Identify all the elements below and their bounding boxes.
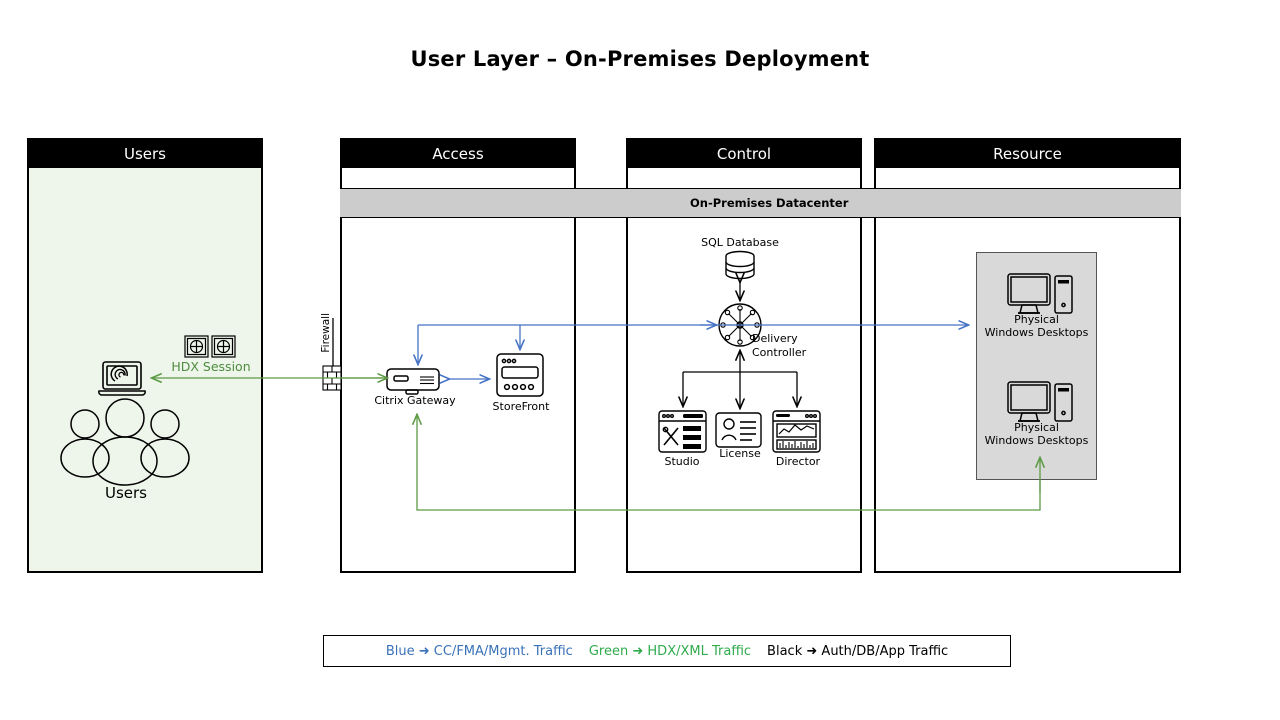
- license-icon: [715, 412, 762, 448]
- legend-item-green: Green ➜ HDX/XML Traffic: [589, 644, 751, 659]
- legend-black-word: Black: [767, 643, 803, 659]
- physical-desktops-label-2: Physical Windows Desktops: [976, 421, 1097, 447]
- delivery-controller-label-line1: Delivery: [752, 332, 798, 345]
- storefront-icon: [496, 353, 544, 397]
- flow-resource-to-gateway: [417, 415, 1041, 511]
- users-label: Users: [104, 484, 147, 502]
- panel-users: Users: [27, 138, 263, 573]
- physical-desktops-1-line2: Windows Desktops: [984, 326, 1089, 339]
- physical-desktops-2-line2: Windows Desktops: [984, 434, 1089, 447]
- legend-item-blue: Blue ➜ CC/FMA/Mgmt. Traffic: [386, 644, 573, 659]
- legend-black-arrow-icon: ➜: [806, 643, 818, 659]
- hdx-session-icon: [184, 335, 236, 358]
- physical-desktops-1-line1: Physical: [1014, 313, 1059, 326]
- resource-group-box: [976, 252, 1097, 480]
- legend: Blue ➜ CC/FMA/Mgmt. Traffic Green ➜ HDX/…: [323, 635, 1011, 667]
- delivery-controller-label: Delivery Controller: [752, 332, 822, 360]
- director-icon: [772, 410, 821, 453]
- physical-desktops-2-line1: Physical: [1014, 421, 1059, 434]
- datacenter-label: On-Premises Datacenter: [690, 196, 849, 210]
- physical-desktop-icon-2: [1007, 381, 1073, 422]
- physical-desktop-icon-1: [1007, 273, 1073, 314]
- director-label: Director: [775, 455, 821, 468]
- legend-blue-text: CC/FMA/Mgmt. Traffic: [433, 643, 573, 659]
- panel-header-control: Control: [628, 140, 860, 168]
- hdx-session-label: HDX Session: [171, 359, 251, 374]
- citrix-gateway-label: Citrix Gateway: [374, 394, 456, 407]
- panel-header-users: Users: [29, 140, 261, 168]
- physical-desktops-label-1: Physical Windows Desktops: [976, 313, 1097, 339]
- sql-database-label: SQL Database: [701, 236, 779, 249]
- citrix-gateway-icon: [386, 368, 440, 395]
- legend-green-text: HDX/XML Traffic: [647, 643, 752, 659]
- legend-blue-arrow-icon: ➜: [418, 643, 430, 659]
- legend-blue-word: Blue: [385, 643, 415, 659]
- storefront-label: StoreFront: [492, 400, 550, 413]
- legend-item-black: Black ➜ Auth/DB/App Traffic: [767, 644, 948, 659]
- license-label: License: [719, 447, 761, 460]
- studio-icon: [658, 410, 707, 453]
- delivery-controller-label-line2: Controller: [752, 346, 807, 359]
- legend-green-word: Green: [588, 643, 629, 659]
- legend-green-arrow-icon: ➜: [632, 643, 644, 659]
- users-group-icon: [60, 398, 190, 486]
- panel-header-resource: Resource: [876, 140, 1179, 168]
- sql-database-icon: [725, 250, 755, 280]
- legend-black-text: Auth/DB/App Traffic: [821, 643, 949, 659]
- firewall-label: Firewall: [320, 313, 332, 353]
- laptop-citrix-icon: [98, 361, 146, 396]
- page-title: User Layer – On-Premises Deployment: [410, 47, 870, 71]
- datacenter-band: [340, 188, 1181, 218]
- studio-label: Studio: [664, 455, 700, 468]
- panel-header-access: Access: [342, 140, 574, 168]
